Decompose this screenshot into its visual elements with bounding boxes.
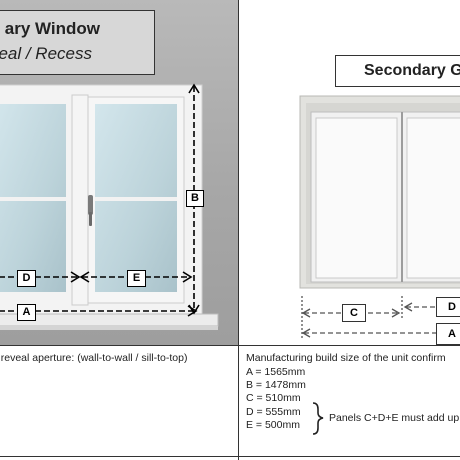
primary-window-subtitle: eal / Recess xyxy=(0,44,92,63)
build-size-caption: Manufacturing build size of the unit con… xyxy=(246,352,446,364)
measurement-d: D = 555mm xyxy=(246,405,301,418)
measurement-a: A = 1565mm xyxy=(246,366,306,378)
sliding-pane-left-glass xyxy=(315,117,398,279)
measurements-list: A = 1565mm B = 1478mm C = 510mm D = 555m… xyxy=(246,366,306,432)
label-box-a-right: A xyxy=(436,323,460,345)
measurement-b: B = 1478mm xyxy=(246,379,306,392)
label-box-e-left: E xyxy=(127,270,146,287)
primary-window-title-box: ary Window eal / Recess xyxy=(0,10,155,75)
window-handle xyxy=(88,195,93,215)
table-divider-vertical xyxy=(238,345,239,460)
label-b-left: B xyxy=(191,192,199,204)
sliding-pane-right-glass xyxy=(406,117,460,279)
label-d-right: D xyxy=(448,301,456,313)
label-c-right: C xyxy=(350,307,358,319)
label-a-right: A xyxy=(448,328,456,340)
label-e-left: E xyxy=(132,272,141,284)
label-box-a-left: A xyxy=(17,304,36,321)
primary-window-title: ary Window xyxy=(4,19,100,38)
table-divider-horizontal xyxy=(0,345,460,346)
label-box-b-left: B xyxy=(186,190,204,207)
window-handle-lever xyxy=(89,212,92,226)
label-a-left: A xyxy=(22,306,31,318)
curly-brace-icon xyxy=(312,402,324,435)
measurement-c: C = 510mm xyxy=(246,392,301,405)
right-transom xyxy=(95,197,177,201)
label-d-left: D xyxy=(22,272,31,284)
primary-window-illustration xyxy=(0,83,219,330)
label-box-d-left: D xyxy=(17,270,36,287)
panels-sum-note: Panels C+D+E must add up xyxy=(329,412,460,424)
secondary-glazing-panel: Secondary G xyxy=(239,0,460,345)
primary-window-panel: ary Window eal / Recess xyxy=(0,0,239,345)
measurement-e: E = 500mm xyxy=(246,418,300,431)
left-transom xyxy=(0,197,66,201)
secondary-glazing-title: Secondary G xyxy=(364,62,460,79)
label-box-d-right: D xyxy=(436,297,460,317)
label-box-c-right: C xyxy=(342,304,366,322)
secondary-glazing-title-box: Secondary G xyxy=(335,55,460,87)
reveal-aperture-caption: e reveal aperture: (wall-to-wall / sill-… xyxy=(0,352,188,364)
window-sill-shadow xyxy=(0,326,218,330)
table-bottom-border xyxy=(0,456,460,457)
secondary-glazing-illustration xyxy=(299,95,460,340)
